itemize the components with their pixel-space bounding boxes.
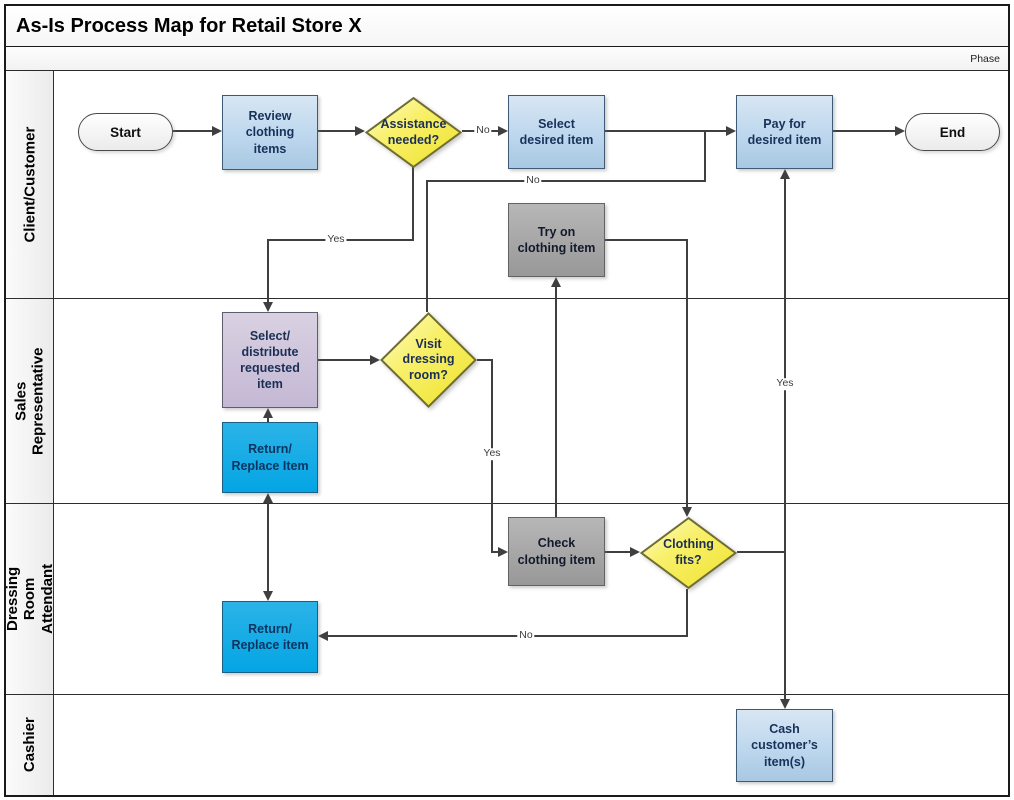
arrowhead [263,302,273,312]
connector-pay-cash [784,179,786,699]
connector-fits-yes [737,551,785,553]
arrowhead [355,126,365,136]
node-label: Try on clothing item [517,224,596,255]
terminator-start: Start [78,113,173,151]
lane-client-customer: Client/Customer [6,71,53,298]
arrowhead [551,277,561,287]
arrowhead [780,169,790,179]
arrowhead [318,631,328,641]
connector-tryon-fits [605,239,688,241]
connector-start-review [173,130,214,132]
connector-assistance-yes [412,167,414,240]
edge-label-visit-yes: Yes [481,447,503,460]
decision-assistance-needed: Assistance needed? [365,97,462,168]
node-label: End [939,124,966,140]
process-return-replace-item-dressing: Return/ Replace item [222,601,318,673]
arrowhead [895,126,905,136]
connector-review-assistance [318,130,355,132]
node-label: Select desired item [519,116,594,147]
arrowhead [780,699,790,709]
connector-return-seldist [267,418,269,422]
connector-return-return [267,503,269,591]
lane-label: Dressing Room Attendant [3,564,56,634]
process-try-on-clothing-item: Try on clothing item [508,203,605,277]
diamond-shape [365,97,462,168]
edge-label-assistance-yes: Yes [325,233,347,246]
node-label: Assistance needed? [380,116,447,147]
phase-band: Phase [6,47,1008,71]
connector-check-tryon [555,287,557,517]
lane-label-divider [53,71,55,795]
connector-check-fits [605,551,630,553]
arrowhead [370,355,380,365]
connector-visit-no [426,181,428,312]
process-check-clothing-item: Check clothing item [508,517,605,586]
connector-select-pay [605,130,726,132]
arrowhead [212,126,222,136]
lane-dressing-room-attendant: Dressing Room Attendant [3,504,56,694]
node-label: Check clothing item [517,536,596,567]
lane-label: Client/Customer [20,126,38,243]
edge-label-fits-no: No [517,629,535,642]
arrowhead [498,547,508,557]
node-label: Return/ Replace item [231,621,309,652]
process-return-replace-item-sales: Return/ Replace Item [222,422,318,493]
connector-visit-yes [477,359,493,361]
connector-pay-end [833,130,895,132]
process-pay-for-desired-item: Pay for desired item [736,95,833,169]
node-label: Return/ Replace Item [231,442,309,473]
diagram-title: As-Is Process Map for Retail Store X [6,6,1008,47]
node-label: Start [110,124,141,140]
connector-tryon-fits [686,240,688,507]
arrowhead [263,591,273,601]
lane-sales-representative: Sales Representative [6,299,53,503]
decision-visit-dressing-room: Visit dressing room? [380,312,477,408]
connector-fits-no [686,589,688,636]
connector-visit-yes [491,551,498,553]
edge-label-visit-no: No [524,174,542,187]
connector-visit-no [704,132,706,181]
process-cash-customers-items: Cash customer’s item(s) [736,709,833,782]
terminator-end: End [905,113,1000,151]
connector-visit-no [426,180,706,182]
edge-label-assistance-no: No [474,124,492,137]
decision-clothing-fits: Clothing fits? [640,517,737,589]
connector-assistance-yes [267,241,269,302]
process-select-distribute-requested-item: Select/ distribute requested item [222,312,318,408]
lane-separator [6,694,1008,696]
process-review-clothing-items: Review clothing items [222,95,318,170]
connector-fits-no [328,635,688,637]
node-label: Visit dressing room? [402,336,455,382]
node-label: Select/ distribute requested item [240,328,300,392]
edge-label-fits-yes: Yes [774,377,796,390]
node-label: Cash customer’s item(s) [751,722,818,769]
phase-label: Phase [970,52,1000,65]
arrowhead [726,126,736,136]
arrowhead [630,547,640,557]
arrowhead [498,126,508,136]
diamond-shape [380,312,477,408]
node-label: Review clothing items [245,109,295,156]
diamond-shape [640,517,737,589]
node-label: Clothing fits? [663,537,714,567]
lane-separator [6,298,1008,300]
connector-seldist-visit [318,359,370,361]
node-label: Pay for desired item [747,116,822,147]
arrowhead [263,493,273,503]
arrowhead [263,408,273,418]
lane-label: Cashier [20,717,38,773]
process-select-desired-item: Select desired item [508,95,605,169]
lane-cashier: Cashier [6,695,53,795]
arrowhead [682,507,692,517]
lane-separator [6,503,1008,505]
lane-label: Sales Representative [12,347,47,455]
